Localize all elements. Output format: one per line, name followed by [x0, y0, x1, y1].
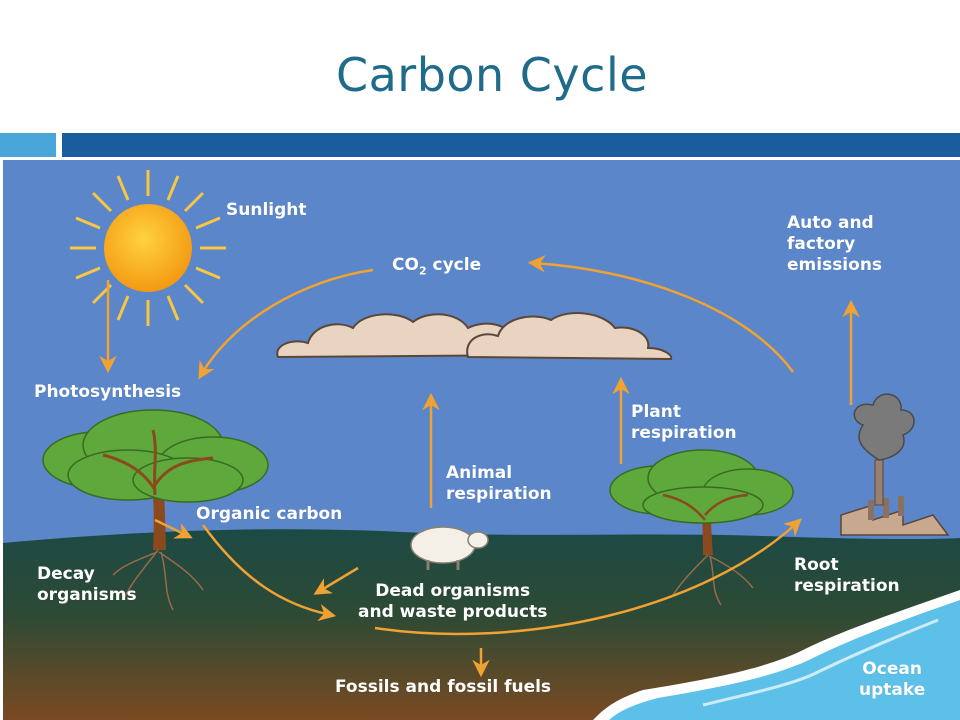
- accent-bar-short: [0, 133, 56, 157]
- label-co2-cycle: CO2 cycle: [392, 255, 482, 278]
- cycle-arrows: [99, 255, 860, 678]
- ocean-water: [609, 600, 960, 720]
- cloud: [276, 312, 673, 361]
- sun: [70, 170, 226, 326]
- decay-arrow: [313, 566, 359, 595]
- label-decay-organisms: Decay organisms: [37, 564, 137, 605]
- label-photosynthesis: Photosynthesis: [34, 382, 182, 402]
- factory: [840, 393, 950, 536]
- co2-to-photosynthesis-arrow: [198, 268, 374, 380]
- label-plant-respiration: Plant respiration: [631, 402, 737, 443]
- page-title: Carbon Cycle: [335, 48, 649, 102]
- tree-left: [42, 409, 269, 611]
- root-to-co2-arrow: [527, 255, 795, 373]
- sheep: [410, 526, 489, 570]
- diagram-illustration: [3, 160, 960, 720]
- label-fossils: Fossils and fossil fuels: [335, 677, 552, 697]
- label-auto-emissions: Auto and factory emissions: [787, 213, 883, 275]
- label-dead-organisms: Dead organisms and waste products: [358, 581, 548, 622]
- carbon-cycle-diagram: Sunlight CO2 cycle Auto and factory emis…: [3, 160, 960, 720]
- label-organic-carbon: Organic carbon: [196, 504, 343, 524]
- label-ocean-uptake: Ocean uptake: [859, 659, 926, 700]
- label-animal-respiration: Animal respiration: [446, 463, 552, 504]
- dead-to-root-arrow: [374, 518, 802, 636]
- organic-to-dead-arrow: [201, 524, 337, 622]
- accent-bar-long: [62, 133, 960, 157]
- label-sunlight: Sunlight: [226, 200, 307, 220]
- ground: [3, 529, 960, 720]
- tree-to-organic-carbon-arrow: [154, 518, 193, 539]
- label-root-respiration: Root respiration: [794, 555, 900, 596]
- tree-right: [609, 449, 794, 606]
